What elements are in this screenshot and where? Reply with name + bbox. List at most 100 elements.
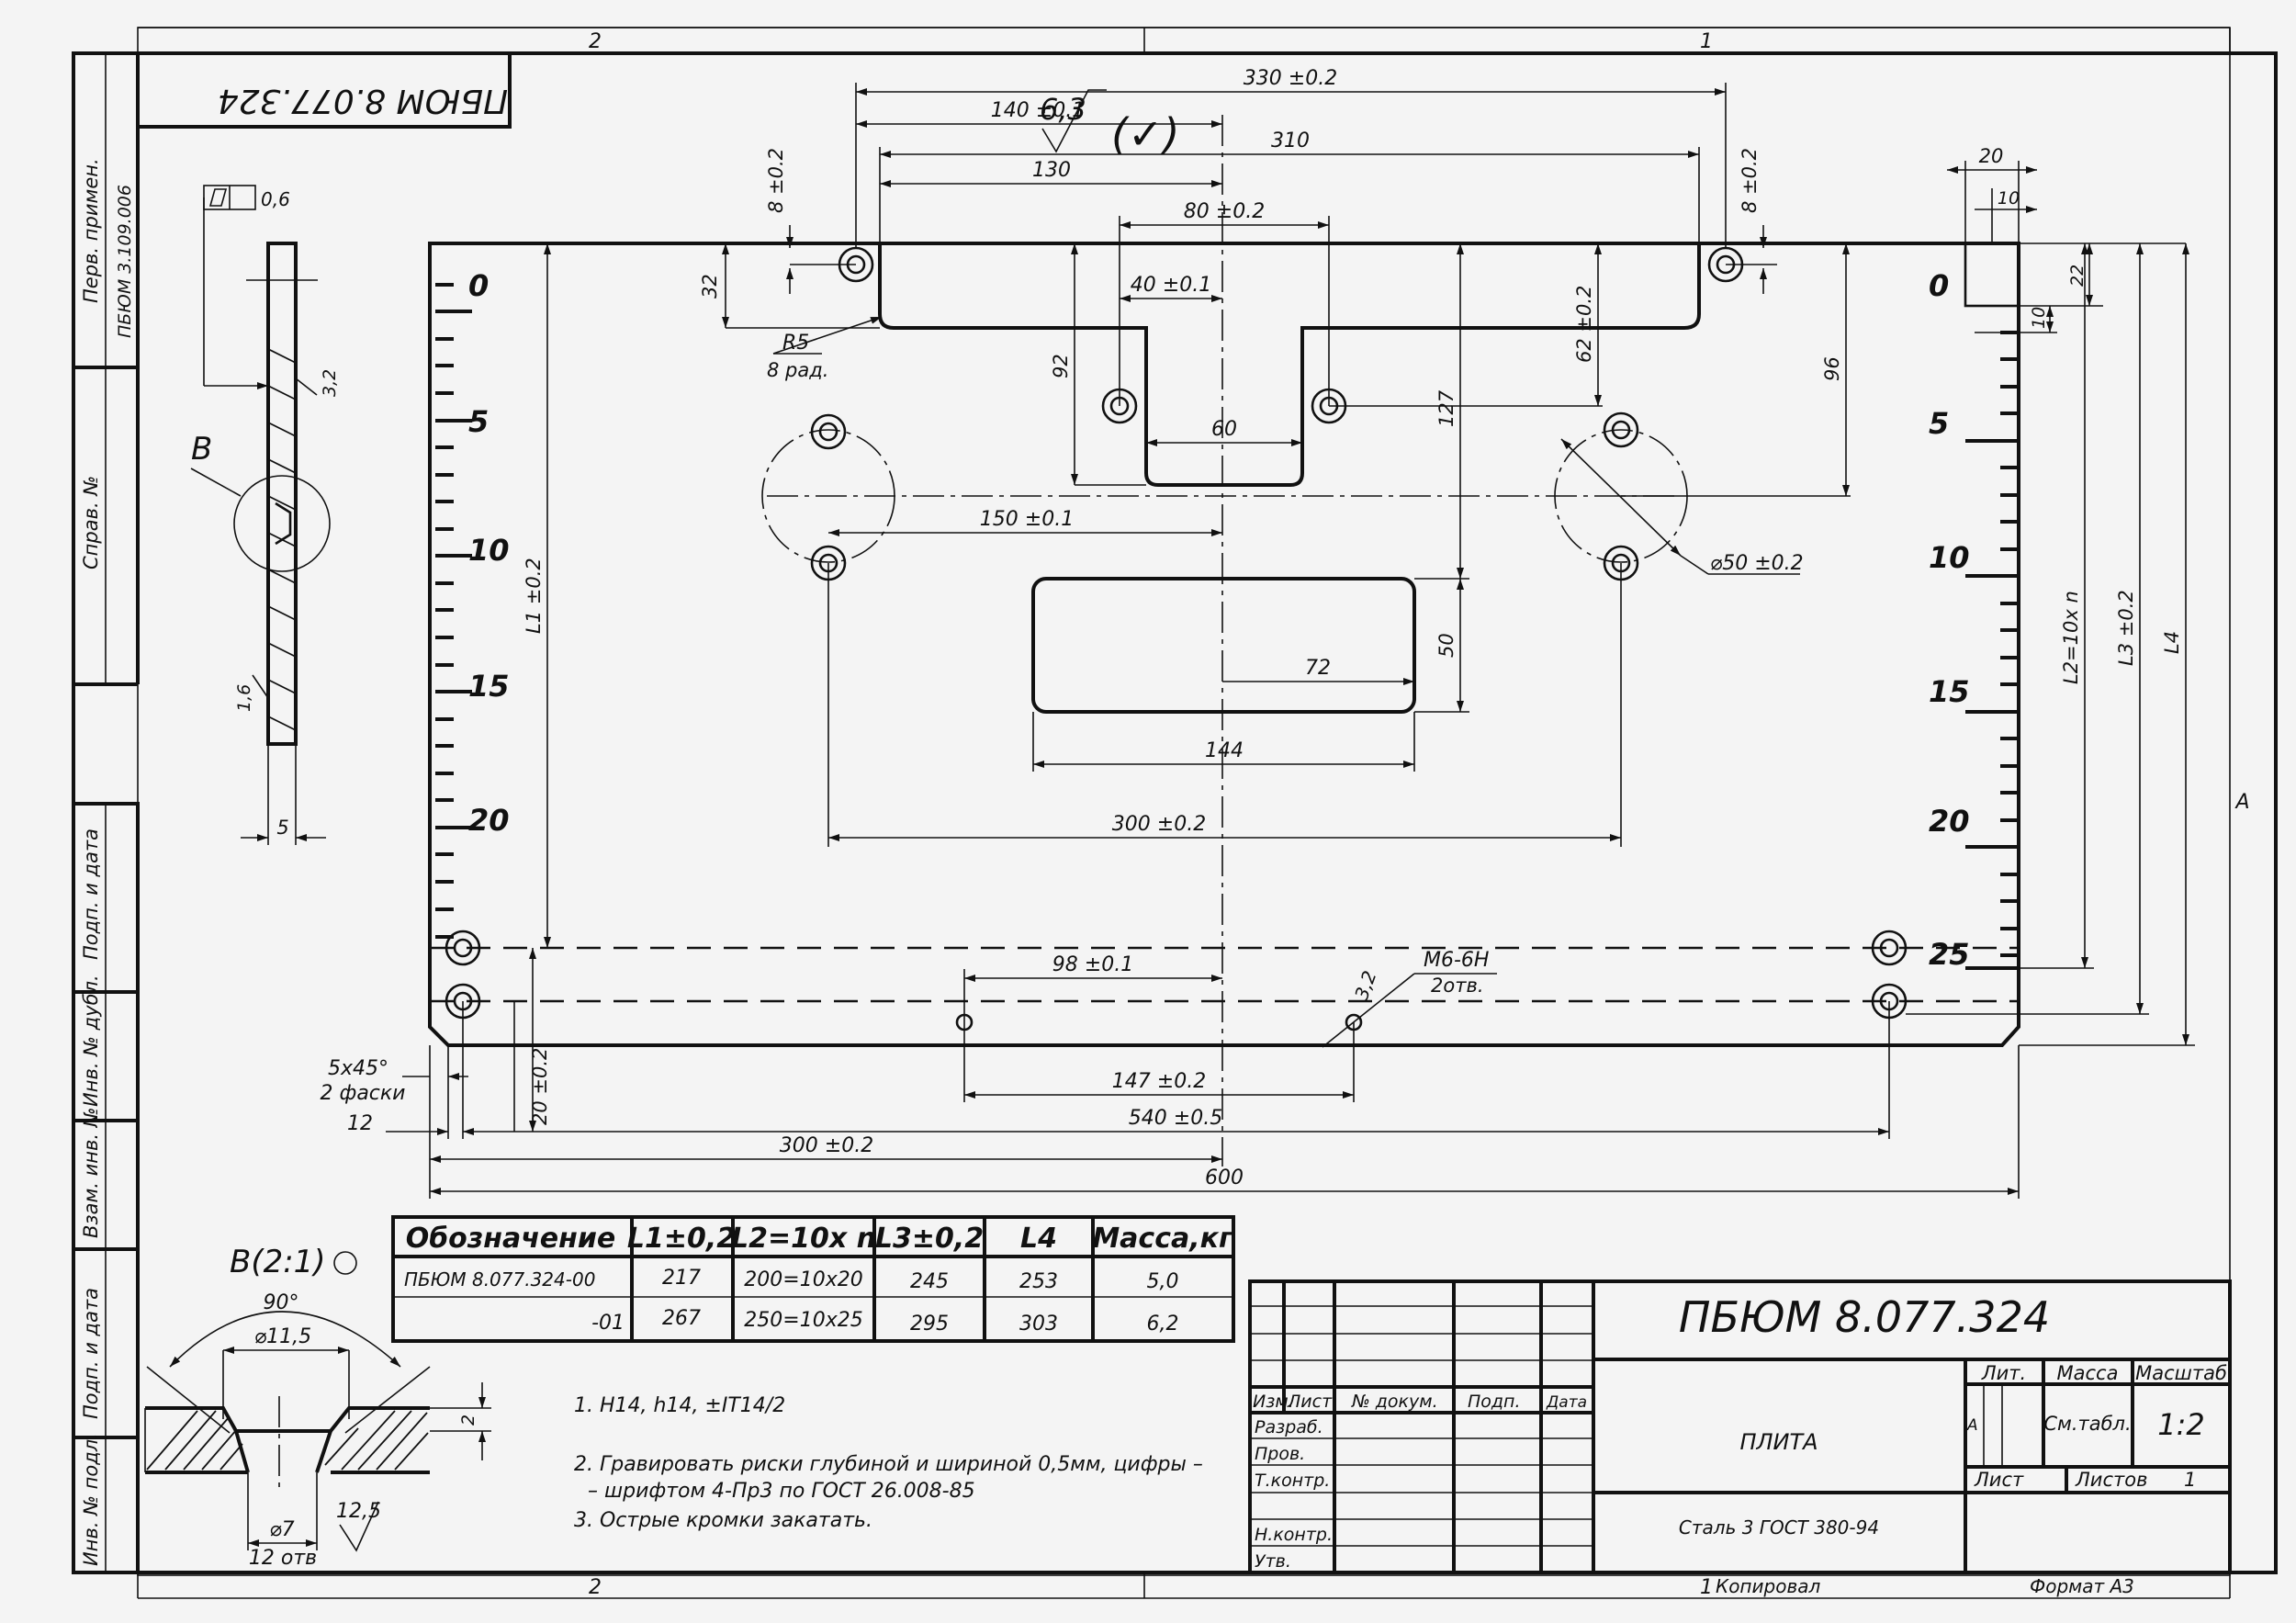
dim-r5-note: 8 рад. (767, 359, 828, 381)
top-notch (878, 243, 1701, 487)
dim-20-left: 20 ±0.2 (529, 1048, 551, 1125)
dim-300-bottom: 300 ±0.2 (780, 1134, 873, 1157)
roughness-bracket: (✓) (1111, 109, 1179, 159)
rect-window (1031, 577, 1416, 714)
table-cell: 267 (662, 1307, 701, 1330)
dim-150: 150 ±0.1 (980, 508, 1074, 531)
hole (1871, 930, 1908, 966)
tb-tkontr: Т.контр. (1255, 1471, 1330, 1491)
dimension-lines (386, 83, 2195, 1199)
ruler-left (435, 283, 472, 939)
tb-utv: Утв. (1255, 1551, 1291, 1572)
note-line: 1. Н14, h14, ±IT14/2 (574, 1394, 785, 1417)
side-view-label-b: В (191, 431, 212, 468)
tb-material: Сталь 3 ГОСТ 380-94 (1679, 1516, 1879, 1538)
dim-600: 600 (1205, 1167, 1244, 1189)
dim-540: 540 ±0.5 (1129, 1107, 1222, 1130)
dim-22: 22 (2067, 265, 2088, 287)
detail-dia-bottom: ⌀7 (269, 1518, 294, 1541)
dim-80: 80 ±0.2 (1184, 200, 1265, 223)
tb-name: ПЛИТА (1739, 1429, 1818, 1455)
strip-podp-data-1: Подп. и дата (80, 828, 102, 960)
corner-stamp: ПБЮМ 8.077.324 (218, 82, 508, 119)
strip-inv-dubl: Инв. № дубл. (80, 975, 102, 1107)
table-cell: 217 (662, 1267, 701, 1290)
table-cell: 250=10x25 (744, 1309, 862, 1332)
detail-angle: 90° (264, 1291, 299, 1314)
tb-kopiroval: Копировал (1716, 1575, 1820, 1597)
dim-72: 72 (1305, 657, 1331, 680)
detail-rough: 12,5 (336, 1500, 381, 1523)
left-strip (72, 53, 140, 1574)
tb-lit: Лит. (1981, 1362, 2026, 1384)
note-line: – шрифтом 4-Пр3 по ГОСТ 26.008-85 (588, 1480, 975, 1503)
dim-130: 130 (1032, 159, 1071, 182)
side-view (190, 185, 331, 845)
strip-inv-podl: Инв. № подл. (80, 1433, 102, 1566)
tb-n-dokum: № докум. (1351, 1392, 1438, 1412)
table-header: L4 (1020, 1223, 1057, 1255)
dim-147: 147 ±0.2 (1112, 1070, 1206, 1093)
side-thickness: 5 (276, 817, 288, 839)
ruler-right-label: 25 (1929, 937, 1970, 972)
title-block (1248, 1279, 2232, 1574)
tb-prov: Пров. (1255, 1444, 1305, 1464)
ruler-left-label: 10 (468, 533, 510, 568)
dim-L3: L3 ±0.2 (2115, 590, 2137, 666)
detail-title: В(2:1) (230, 1244, 326, 1280)
tb-listov-label: Листов (2075, 1469, 2147, 1491)
zone-top-right: 1 (1700, 30, 1713, 53)
variant-table (391, 1215, 1235, 1343)
ruler-right-label: 10 (1929, 540, 1970, 575)
tb-format: Формат А3 (2030, 1575, 2134, 1597)
dim-144: 144 (1205, 739, 1244, 762)
dim-m6: M6-6H (1424, 949, 1489, 972)
dim-r5: R5 (782, 332, 809, 355)
table-cell: 295 (910, 1313, 949, 1336)
strip-podp-data-2: Подп. и дата (80, 1288, 102, 1419)
tb-nkontr: Н.контр. (1255, 1525, 1333, 1545)
dim-L4: L4 (2161, 631, 2183, 654)
tb-list-label: Лист (1974, 1469, 2024, 1491)
tb-izm: Изм. (1253, 1392, 1294, 1412)
dim-140: 140 ±0.1 (991, 99, 1085, 122)
hole (445, 930, 481, 966)
table-header: L1±0,2 (627, 1223, 736, 1255)
strip-vzam-inv: Взам. инв. № (80, 1107, 102, 1238)
dim-50: 50 (1435, 633, 1458, 658)
dim-8-right: 8 ±0.2 (1739, 148, 1761, 213)
zone-top-left: 2 (589, 30, 602, 53)
tb-razrab: Разраб. (1255, 1417, 1323, 1437)
detail-holes: 12 отв (249, 1547, 317, 1570)
side-rough-top: 3,2 (320, 369, 340, 397)
tb-massa: Масса (2057, 1362, 2119, 1384)
detail-dia-top: ⌀11,5 (254, 1325, 311, 1348)
note-line: 3. Острые кромки закатать. (574, 1509, 872, 1532)
table-cell: 200=10x20 (744, 1268, 862, 1291)
flatness-value: 0,6 (261, 188, 290, 210)
dim-chamfer-note: 2 фаски (321, 1082, 406, 1105)
ruler-left-label: 5 (468, 404, 489, 439)
holes (445, 246, 1908, 1031)
tb-list: Лист (1287, 1392, 1333, 1412)
table-cell: 245 (910, 1270, 949, 1293)
tb-podp: Подп. (1468, 1392, 1521, 1412)
dim-300-inner: 300 ±0.2 (1112, 813, 1206, 836)
ruler-right-label: 15 (1929, 674, 1970, 709)
dim-40: 40 ±0.1 (1131, 274, 1211, 297)
tb-massa-value: См.табл. (2043, 1413, 2131, 1435)
note-line: 2. Гравировать риски глубиной и шириной … (574, 1453, 1203, 1476)
table-header: L2=10x n (731, 1223, 876, 1255)
ruler-left-label: 0 (468, 268, 489, 303)
dim-98: 98 ±0.1 (1052, 953, 1133, 976)
dim-310: 310 (1271, 130, 1310, 152)
zone-bottom-left: 2 (589, 1576, 602, 1599)
table-cell: ПБЮМ 8.077.324-00 (404, 1268, 595, 1291)
bolt-circle-left (761, 429, 895, 563)
tb-masshtab-value: 1:2 (2157, 1407, 2205, 1442)
table-cell: 6,2 (1147, 1313, 1179, 1336)
tb-listov-value: 1 (2184, 1469, 2196, 1491)
ruler-left-label: 15 (468, 669, 510, 704)
side-rough-bottom: 1,6 (234, 684, 254, 712)
